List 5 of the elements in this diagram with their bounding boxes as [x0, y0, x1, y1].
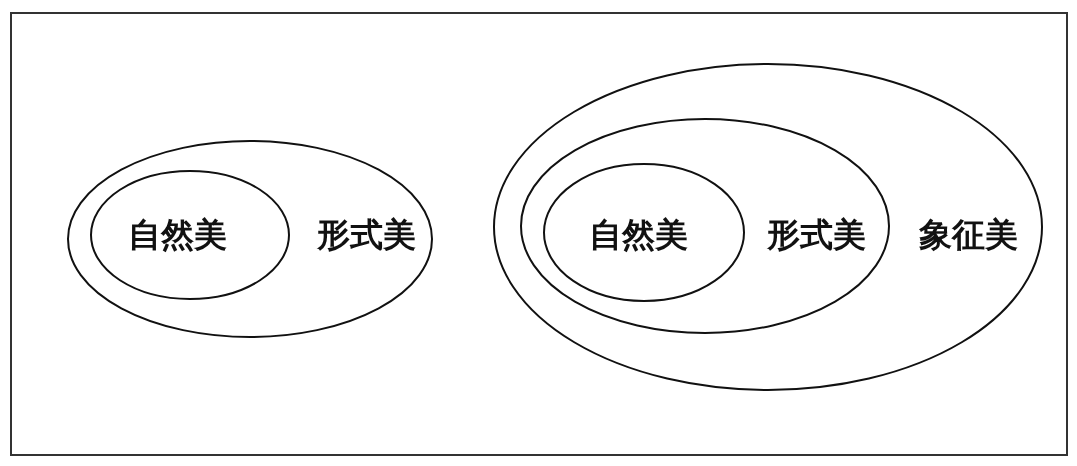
region-label: 自然美 [127, 217, 227, 251]
region-label: 自然美 [588, 217, 688, 251]
region-label: 象征美 [918, 217, 1018, 251]
region-label: 形式美 [316, 217, 416, 251]
region-label: 形式美 [766, 217, 866, 251]
